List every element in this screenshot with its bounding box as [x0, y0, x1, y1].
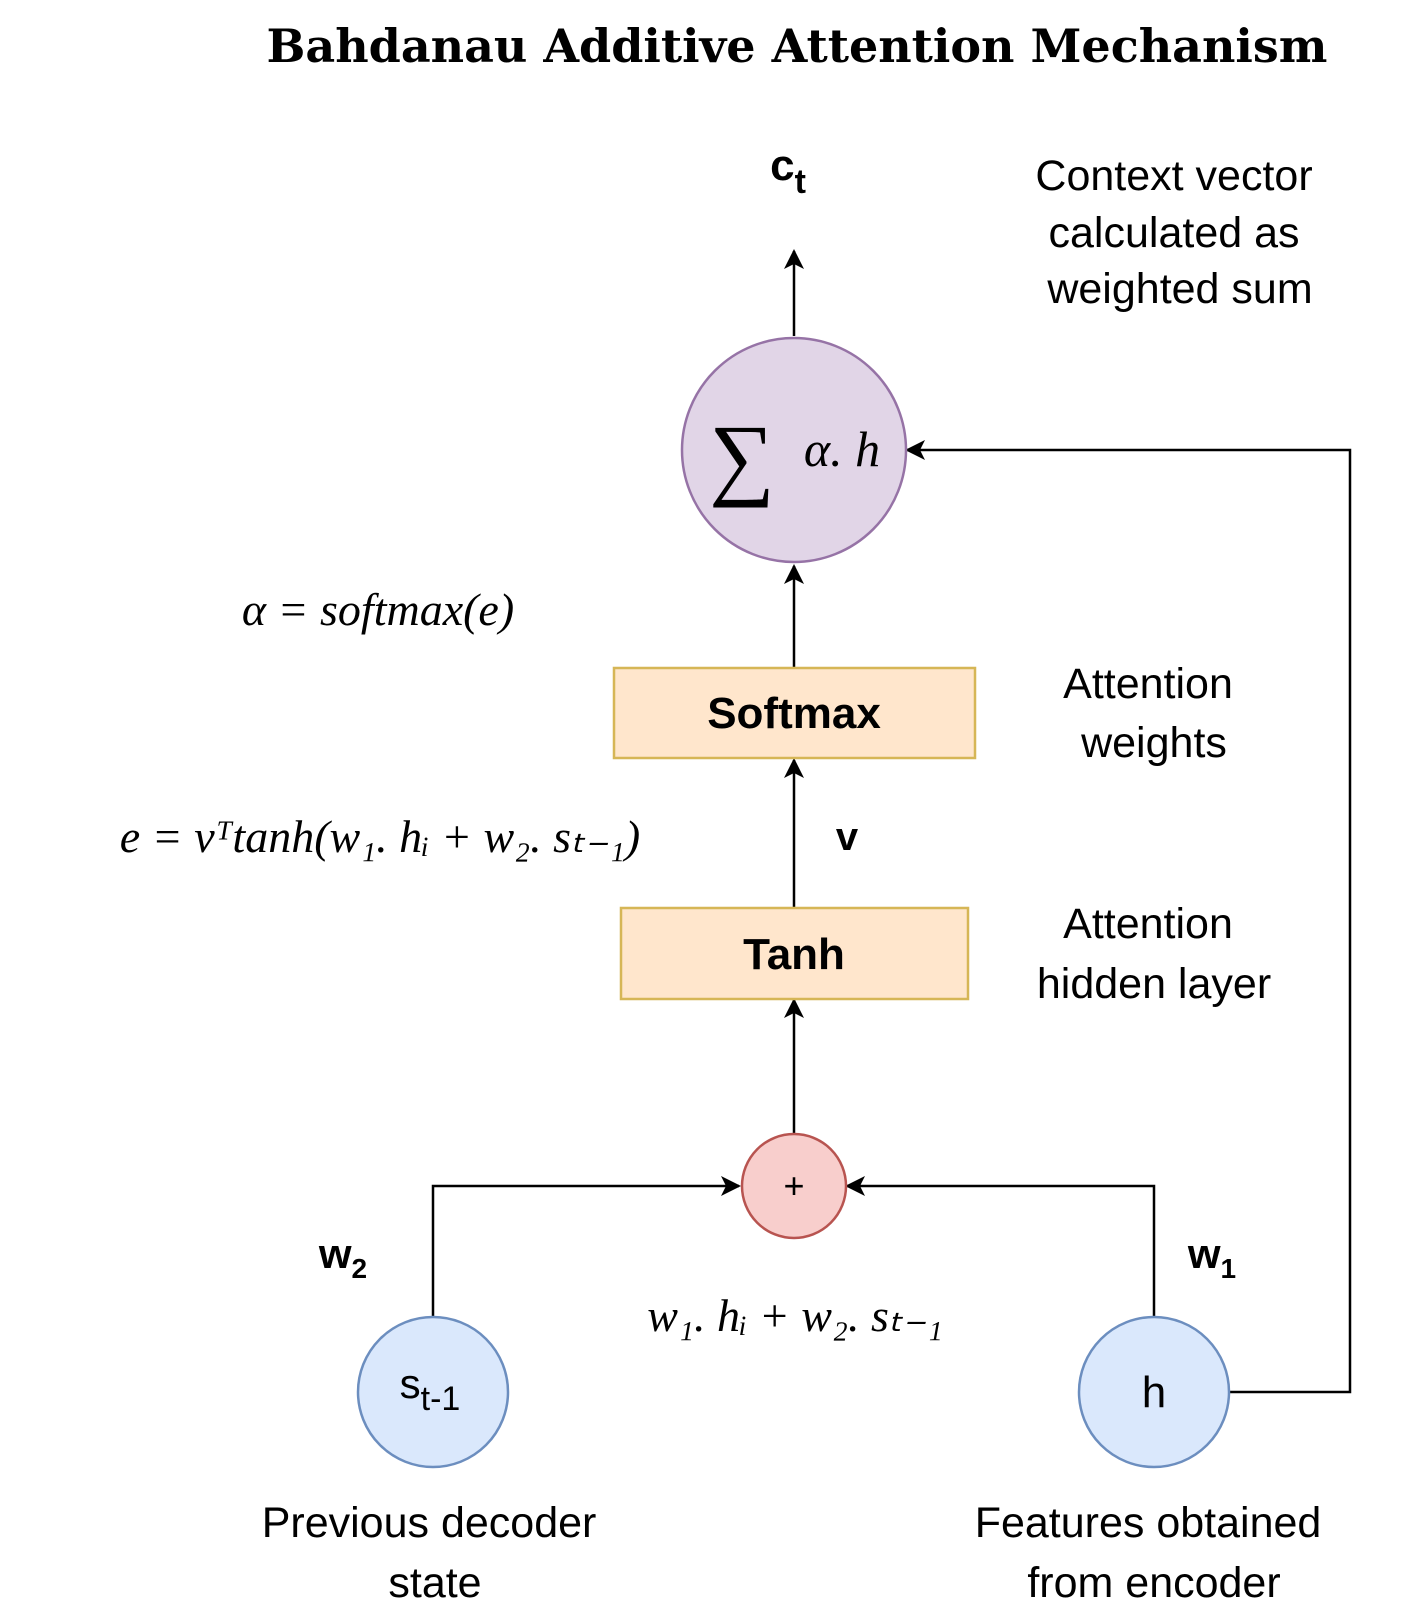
- addition-node: [740, 1132, 848, 1240]
- previous-state-annotation-line: Previous decoder: [262, 1499, 597, 1547]
- encoder-features-label: h: [1142, 1368, 1166, 1417]
- sum-input-equation: w₁. hᵢ + w₂. sₜ₋₁: [647, 1290, 942, 1341]
- previous-state-label: st-1: [400, 1360, 461, 1418]
- softmax-label: Softmax: [707, 689, 881, 738]
- attention-weights-line: weights: [1080, 719, 1227, 767]
- v-label: v: [836, 815, 859, 859]
- hidden-layer-line: Attention: [1063, 900, 1233, 948]
- context-vector-subscript: t: [795, 163, 806, 201]
- previous-state-symbol: s: [400, 1360, 421, 1407]
- softmax-box: [612, 666, 977, 760]
- w1-subscript: 1: [1221, 1253, 1237, 1284]
- previous-state-annotation: Previous decoder state: [262, 1499, 609, 1607]
- alpha-equation: α = softmax(e): [242, 584, 514, 635]
- context-annotation: Context vector calculated as weighted su…: [1035, 152, 1324, 313]
- sigma-symbol: ∑: [709, 406, 775, 508]
- arrow-h-to-plus: [845, 1176, 1156, 1316]
- tanh-label: Tanh: [743, 930, 845, 979]
- weighted-sum-node: [680, 336, 908, 564]
- encoder-features-annotation-line: Features obtained: [975, 1499, 1322, 1547]
- hidden-layer-line: hidden layer: [1037, 960, 1271, 1008]
- w2-subscript: 2: [352, 1253, 368, 1284]
- context-annotation-line: weighted sum: [1046, 265, 1312, 313]
- w2-symbol: w: [318, 1230, 352, 1277]
- tanh-box: [619, 906, 970, 1001]
- hidden-layer-annotation: Attention hidden layer: [1037, 900, 1271, 1008]
- context-annotation-line: calculated as: [1049, 209, 1300, 257]
- previous-state-annotation-line: state: [388, 1559, 481, 1607]
- attention-weights-line: Attention: [1063, 660, 1233, 708]
- context-annotation-line: Context vector: [1035, 152, 1312, 200]
- sum-expression: α. h: [804, 421, 880, 477]
- w1-symbol: w: [1187, 1230, 1221, 1277]
- encoder-features-node: [1077, 1315, 1231, 1469]
- arrow-sprev-to-plus: [431, 1176, 741, 1316]
- encoder-features-annotation-line: from encoder: [1027, 1559, 1280, 1607]
- context-vector-symbol: c: [770, 141, 794, 190]
- addition-symbol: +: [783, 1165, 804, 1206]
- energy-equation: e = vᵀtanh(w₁. hᵢ + w₂. sₜ₋₁): [120, 811, 640, 862]
- arrow-h-to-sum: [905, 440, 1352, 1394]
- w2-label: w2: [318, 1230, 367, 1284]
- diagram-title: Bahdanau Additive Attention Mechanism: [267, 19, 1328, 73]
- attention-weights-annotation: Attention weights: [1063, 660, 1245, 767]
- encoder-features-annotation: Features obtained from encoder: [975, 1499, 1334, 1607]
- w1-label: w1: [1187, 1230, 1236, 1284]
- previous-state-node: [356, 1315, 510, 1469]
- previous-state-subscript: t-1: [421, 1380, 461, 1418]
- context-vector-label: ct: [770, 141, 806, 201]
